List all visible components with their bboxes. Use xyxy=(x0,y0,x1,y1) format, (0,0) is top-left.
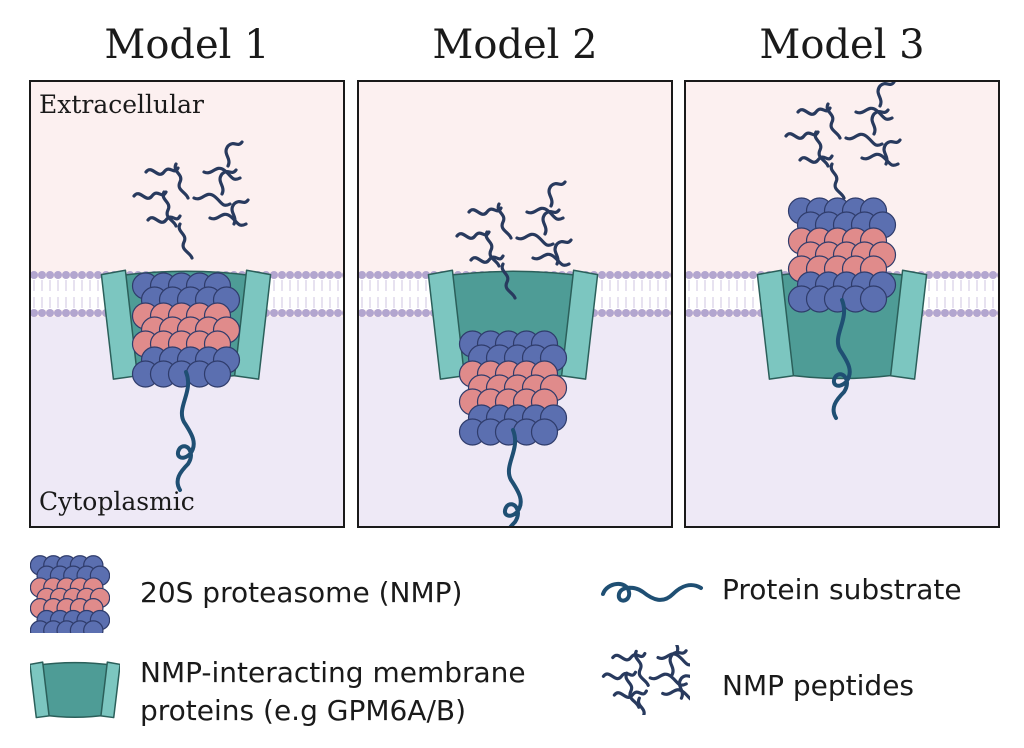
proteasome-20s xyxy=(458,330,568,446)
membrane-protein-legend-icon xyxy=(30,661,120,719)
model-3-title: Model 3 xyxy=(759,22,925,68)
peptides-legend-icon xyxy=(601,645,690,715)
protein-substrate xyxy=(502,428,523,526)
model-2-title: Model 2 xyxy=(432,22,598,68)
membrane-protein-legend-label-2: proteins (e.g GPM6A/B) xyxy=(140,694,467,727)
substrate-legend-icon xyxy=(601,582,703,603)
membrane-protein-legend-label-1: NMP-interacting membrane xyxy=(140,656,526,689)
proteasome-20s xyxy=(787,197,897,313)
proteasome-20s xyxy=(131,272,241,388)
proteasome-legend-label: 20S proteasome (NMP) xyxy=(140,576,463,609)
cytoplasmic-label: Cytoplasmic xyxy=(39,487,195,516)
protein-substrate xyxy=(175,370,196,492)
model-3-diagram xyxy=(686,82,998,526)
nmp-peptides-cluster xyxy=(784,82,902,200)
model-1-panel: Extracellular Cytoplasmic xyxy=(29,80,345,528)
peptides-legend-label: NMP peptides xyxy=(722,669,915,702)
nmp-peptides-cluster xyxy=(455,180,573,300)
model-2-diagram xyxy=(359,82,671,526)
substrate-legend-label: Protein substrate xyxy=(722,573,962,606)
model-2-panel xyxy=(357,80,673,528)
model-1-title: Model 1 xyxy=(104,22,270,68)
nmp-peptides-cluster xyxy=(132,140,250,260)
model-3-panel xyxy=(684,80,1000,528)
extracellular-label: Extracellular xyxy=(39,90,204,119)
protein-substrate xyxy=(831,298,852,420)
proteasome-legend-icon xyxy=(30,555,110,633)
model-1-diagram xyxy=(31,82,343,526)
